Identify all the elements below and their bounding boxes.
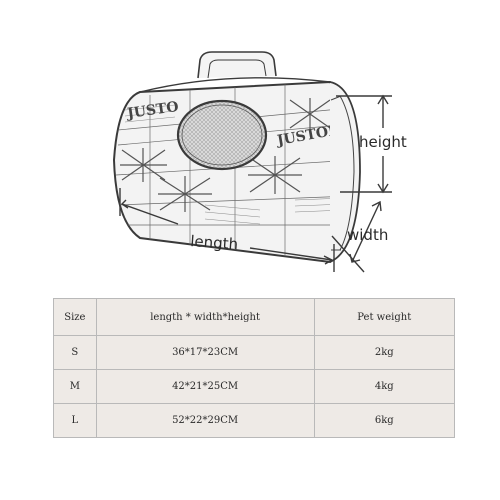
- size-table: Size length * width*height Pet weight S …: [53, 298, 456, 438]
- pet-carrier-diagram: JUSTO JUSTOR height width length: [112, 51, 407, 273]
- length-label: length: [190, 232, 239, 253]
- header-size: Size: [53, 298, 97, 336]
- carrier-body: JUSTO JUSTOR: [112, 77, 358, 264]
- cell-weight: 4kg: [313, 369, 456, 404]
- cell-dimensions: 52*22*29CM: [95, 403, 315, 438]
- height-label: height: [359, 133, 407, 151]
- cell-size: M: [53, 369, 97, 404]
- cell-weight: 2kg: [313, 335, 456, 370]
- header-dimensions: length * width*height: [95, 298, 315, 336]
- carrier-handle: [197, 51, 277, 79]
- cell-size: S: [53, 335, 97, 370]
- table-header-row: Size length * width*height Pet weight: [53, 298, 456, 336]
- header-pet-weight: Pet weight: [313, 298, 456, 336]
- carrier-side-panel: [329, 81, 361, 263]
- width-label: width: [347, 226, 388, 244]
- length-dimension: [119, 188, 335, 272]
- table-row: S 36*17*23CM 2kg: [53, 335, 456, 370]
- height-dimension: [336, 94, 392, 194]
- width-dimension: [331, 200, 382, 273]
- cell-dimensions: 42*21*25CM: [95, 369, 315, 404]
- cell-dimensions: 36*17*23CM: [95, 335, 315, 370]
- cell-weight: 6kg: [313, 403, 456, 438]
- brand-text-top: JUSTO: [124, 99, 179, 122]
- cell-size: L: [53, 403, 97, 438]
- table-row: M 42*21*25CM 4kg: [53, 369, 456, 404]
- table-row: L 52*22*29CM 6kg: [53, 403, 456, 438]
- mesh-window: [176, 99, 268, 171]
